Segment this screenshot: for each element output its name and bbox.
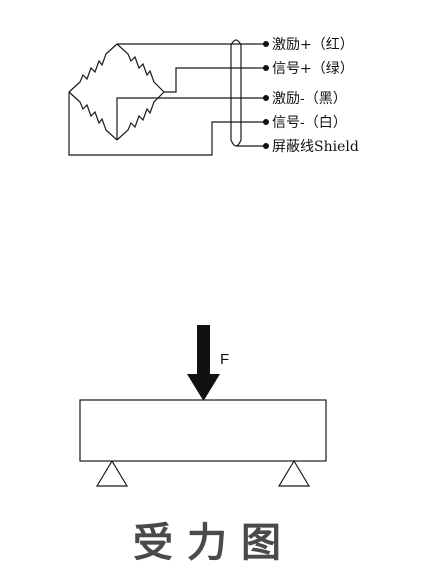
resistor-top-right bbox=[116, 43, 165, 93]
support-right bbox=[277, 459, 311, 487]
wire-signal-minus bbox=[68, 92, 266, 156]
resistor-bottom-right bbox=[116, 91, 165, 141]
bridge-circuit: 激励+（红） 信号+（绿） 激励-（黑） 信号-（白） 屏蔽线Shield bbox=[68, 36, 359, 156]
resistor-top-left bbox=[68, 43, 118, 93]
force-label: F bbox=[220, 351, 229, 368]
force-arrow-shaft bbox=[197, 325, 210, 375]
label-excitation-minus: 激励-（黑） bbox=[272, 90, 347, 107]
terminal-dot bbox=[263, 95, 269, 101]
terminal-dot bbox=[263, 143, 269, 149]
label-excitation-plus: 激励+（红） bbox=[272, 36, 354, 53]
terminal-dot bbox=[263, 65, 269, 71]
force-diagram-caption: 受力图 bbox=[133, 520, 295, 566]
terminal-dot bbox=[263, 119, 269, 125]
terminal-dot bbox=[263, 41, 269, 47]
support-left bbox=[95, 459, 129, 487]
force-arrow-head bbox=[187, 374, 220, 401]
force-diagram: F 受力图 bbox=[79, 325, 327, 566]
wire-signal-plus bbox=[164, 67, 266, 93]
wire-excitation-minus bbox=[116, 97, 266, 140]
label-shield: 屏蔽线Shield bbox=[272, 139, 359, 155]
resistor-bottom-left bbox=[68, 91, 118, 141]
label-signal-plus: 信号+（绿） bbox=[272, 61, 354, 77]
shield-sheath bbox=[230, 39, 242, 147]
label-signal-minus: 信号-（白） bbox=[272, 115, 347, 131]
beam bbox=[79, 399, 327, 462]
